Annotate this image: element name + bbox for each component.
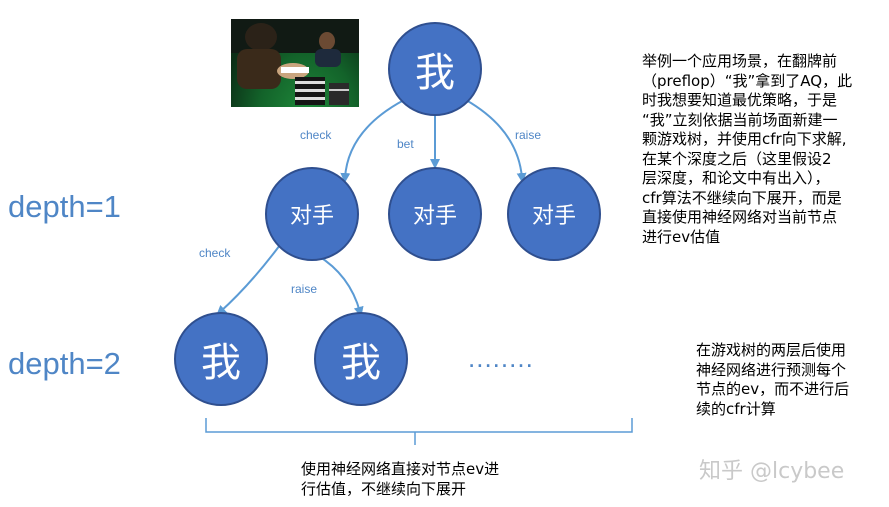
edge-root-raise (465, 99, 527, 183)
node-label: 对手 (412, 204, 457, 229)
poker-photo (231, 19, 359, 107)
node-label: 我 (201, 340, 241, 386)
brace-note: 使用神经网络直接对节点ev进 行估值，不继续向下展开 (301, 460, 500, 498)
edge-opp-raise (316, 254, 364, 317)
edge-label-check: check (300, 128, 332, 142)
watermark: 知乎 @lcybee (699, 459, 845, 484)
tree-node-me-raise: 我 (314, 312, 408, 406)
depth-1-label: depth=1 (8, 189, 121, 224)
edge-label-bet: bet (397, 137, 414, 151)
depth-note: 在游戏树的两层后使用 神经网络进行预测每个 节点的ev，而不进行后 续的cfr计… (696, 341, 850, 418)
tree-node-opponent-raise: 对手 (507, 167, 601, 261)
edge-root-check (340, 99, 405, 183)
more-nodes-ellipsis: ........ (468, 343, 534, 373)
node-label: 对手 (289, 204, 334, 229)
edge-label-check-2: check (199, 246, 231, 260)
scenario-note: 举例一个应用场景，在翻牌前 （preflop）“我”拿到了AQ，此 时我想要知道… (642, 52, 853, 246)
edge-label-raise-2: raise (291, 282, 318, 296)
bottom-brace (205, 418, 633, 445)
node-label: 我 (341, 340, 381, 386)
tree-node-root: 我 (388, 22, 482, 116)
tree-node-opponent-check: 对手 (265, 167, 359, 261)
node-label: 对手 (531, 204, 576, 229)
tree-node-opponent-bet: 对手 (388, 167, 482, 261)
edge-opp-check (216, 244, 281, 316)
depth-2-label: depth=2 (8, 346, 121, 381)
edge-label-raise: raise (515, 128, 542, 142)
tree-node-me-check: 我 (174, 312, 268, 406)
node-label: 我 (415, 50, 455, 96)
